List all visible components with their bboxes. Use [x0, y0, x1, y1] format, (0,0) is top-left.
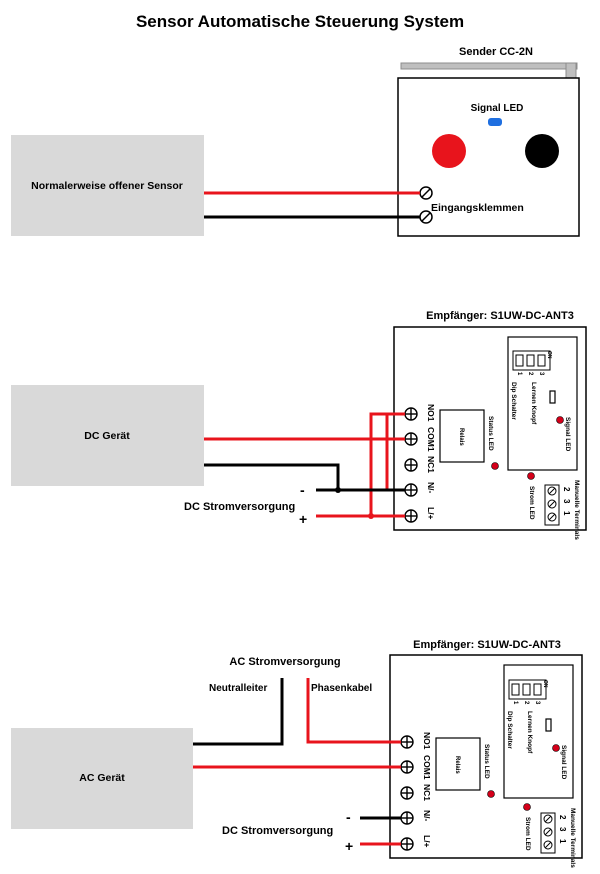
black-button — [525, 134, 559, 168]
ac-section: Empfänger: S1UW-DC-ANT3 AC Stromversorgu… — [11, 639, 583, 868]
ac-phase-label: Phasenkabel — [311, 683, 372, 694]
sender-signal-led-label: Signal LED — [471, 103, 524, 114]
dc-learn-label: Lernen Knopf — [530, 382, 537, 425]
antenna-base — [565, 62, 577, 79]
ac-plus: + — [345, 838, 353, 854]
svg-text:3: 3 — [538, 372, 544, 376]
dc-learn-button — [549, 390, 556, 404]
svg-text:2: 2 — [527, 372, 533, 376]
dc-section: Empfänger: S1UW-DC-ANT3 ON 1 2 3 Dip Sch… — [11, 310, 587, 540]
diagram-title: Sensor Automatische Steuerung System — [136, 12, 464, 31]
dc-manual-terminal-screws — [547, 486, 557, 522]
svg-text:N/-: N/- — [426, 482, 436, 494]
dc-plus: + — [299, 511, 307, 527]
svg-text:L/+: L/+ — [426, 507, 436, 520]
ac-terminal-screws — [400, 735, 414, 851]
ac-learn-label: Lernen Knopf — [526, 711, 533, 754]
ac-device-box — [11, 728, 193, 829]
ac-supply-label: AC Stromversorgung — [229, 656, 340, 668]
dc-status-led-label: Status LED — [487, 416, 494, 451]
dc-dip-label: Dip Schalter — [510, 382, 517, 420]
ac-manual-label: Manuelle Terminals — [569, 808, 576, 868]
svg-text:2: 2 — [562, 487, 571, 492]
dc-supply-label: DC Stromversorgung — [184, 501, 295, 513]
svg-text:1: 1 — [516, 372, 522, 376]
ac-device-label: AC Gerät — [79, 772, 125, 784]
svg-text:NC1: NC1 — [422, 784, 432, 801]
ac-dc-supply-label: DC Stromversorgung — [222, 825, 333, 837]
red-button — [432, 134, 466, 168]
dc-dip-on: ON — [546, 351, 552, 359]
svg-text:3: 3 — [534, 701, 540, 705]
dc-power-led-label: Strom LED — [528, 486, 535, 520]
ac-relay-label: Relais — [454, 756, 460, 774]
signal-led-blue — [488, 118, 502, 126]
dc-junction-neg — [335, 487, 341, 493]
dc-status-led — [491, 462, 499, 470]
ac-wire-neutral — [193, 678, 284, 746]
dc-relay-label: Relais — [458, 428, 464, 446]
ac-relay — [435, 737, 481, 791]
sender-section: Sender CC-2N Signal LED Eingangsklemmen … — [11, 46, 580, 237]
sender-terminal-1 — [419, 186, 433, 200]
dc-junction-pos — [368, 513, 374, 519]
svg-text:3: 3 — [562, 499, 571, 504]
sender-terminal-2 — [419, 210, 433, 224]
dc-signal-led — [556, 416, 564, 424]
svg-text:2: 2 — [523, 701, 529, 705]
svg-text:N/-: N/- — [422, 810, 432, 822]
svg-text:3: 3 — [558, 827, 567, 832]
dc-wire-device-neg — [204, 463, 340, 490]
svg-text:NC1: NC1 — [426, 456, 436, 473]
ac-dip-on: ON — [542, 680, 548, 688]
svg-text:NO1: NO1 — [422, 732, 432, 750]
svg-text:1: 1 — [562, 511, 571, 516]
svg-text:COM1: COM1 — [422, 755, 432, 780]
svg-text:L/+: L/+ — [422, 835, 432, 848]
dc-device-label: DC Gerät — [84, 430, 130, 442]
ac-power-led — [523, 803, 531, 811]
dc-terminal-screws — [404, 407, 418, 523]
svg-text:1: 1 — [558, 839, 567, 844]
ac-signal-led — [552, 744, 560, 752]
ac-wire-phase — [306, 678, 401, 744]
ac-manual-terminal-screws — [543, 814, 553, 850]
svg-text:1: 1 — [512, 701, 518, 705]
dc-receiver-name: Empfänger: S1UW-DC-ANT3 — [426, 310, 574, 322]
dc-relay — [439, 409, 485, 463]
ac-status-led-label: Status LED — [483, 744, 490, 779]
ac-dip-label: Dip Schalter — [506, 711, 513, 749]
ac-minus: - — [346, 809, 351, 825]
ac-receiver-name: Empfänger: S1UW-DC-ANT3 — [413, 639, 561, 651]
dc-manual-label: Manuelle Terminals — [573, 480, 580, 540]
ac-power-led-label: Strom LED — [524, 817, 531, 851]
dc-power-led — [527, 472, 535, 480]
sensor-label: Normalerweise offener Sensor — [31, 180, 183, 192]
svg-text:COM1: COM1 — [426, 427, 436, 452]
dc-wire-no-jumper — [369, 412, 405, 516]
ac-status-led — [487, 790, 495, 798]
ac-signal-led-label: Signal LED — [560, 745, 567, 780]
sender-name: Sender CC-2N — [459, 46, 533, 58]
ac-neutral-label: Neutralleiter — [209, 683, 267, 694]
svg-text:2: 2 — [558, 815, 567, 820]
ac-learn-button — [545, 718, 552, 732]
svg-text:NO1: NO1 — [426, 404, 436, 422]
dc-minus: - — [300, 482, 305, 498]
dc-device-box — [11, 385, 204, 486]
antenna — [400, 62, 578, 70]
sensor-box — [11, 135, 204, 236]
sender-terminals-label: Eingangsklemmen — [431, 202, 524, 214]
dc-signal-led-label: Signal LED — [564, 417, 571, 452]
